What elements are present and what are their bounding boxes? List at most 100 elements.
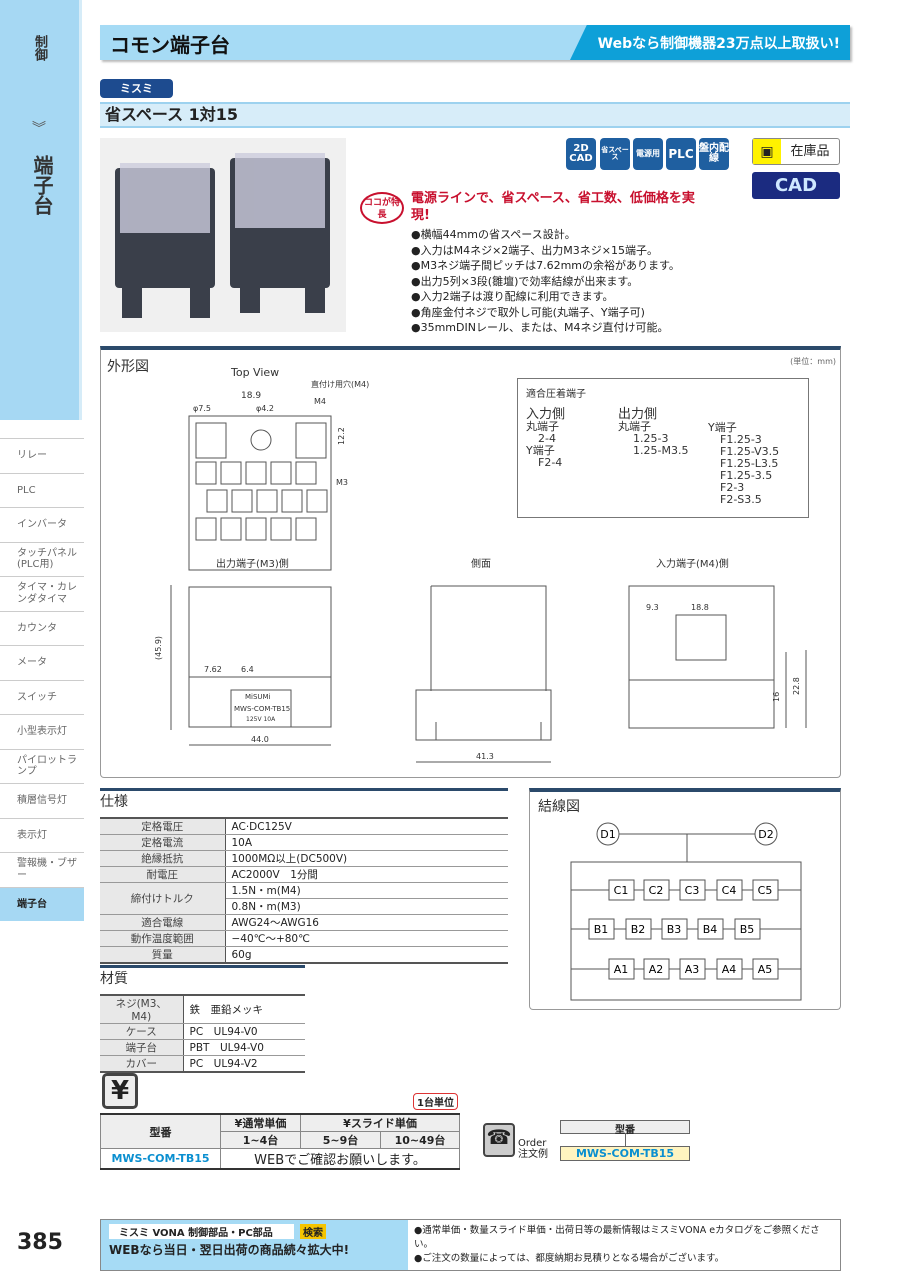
crimp-label: Y端子	[708, 421, 737, 434]
crimp-output-side: 出力側	[618, 407, 658, 422]
sidebar-item[interactable]: カウンタ	[0, 610, 84, 646]
feature-item: ●入力2端子は渡り配線に利用できます。	[411, 290, 614, 303]
terminal-box	[679, 879, 706, 901]
terminal-screw	[206, 489, 228, 513]
d-terminal	[754, 822, 778, 846]
sidebar-item[interactable]: 積層信号灯	[0, 783, 84, 818]
column-header: ¥通常単価	[220, 1113, 301, 1132]
outline-drawing-section: 外形図 (単位：mm) Top View 直付け用穴(M4) 18.9 φ7.5…	[100, 346, 841, 778]
section-title: 仕様	[100, 794, 128, 810]
terminal-box	[752, 958, 779, 980]
crimp-terminal-box: 適合圧着端子 入力側 丸端子 2-4 Y端子 F2-4 出力側 丸端子 1.25…	[517, 378, 809, 518]
cad-button[interactable]: CAD	[752, 172, 840, 199]
sidebar-item-active[interactable]: 端子台	[0, 886, 84, 921]
crimp-value: F2-3	[720, 481, 745, 494]
order-column-header: 型番	[560, 1120, 690, 1136]
terminal-box	[608, 958, 635, 980]
terminal-label: C2	[649, 884, 664, 897]
terminal-box	[679, 958, 706, 980]
terminal-screw	[270, 461, 292, 485]
order-example-model: MWS-COM-TB15	[560, 1146, 690, 1161]
feature-list: ●横幅44mmの省スペース設計。 ●入力はM4ネジ×2端子、出力M3ネジ×15端…	[411, 227, 680, 336]
feature-badge: ココが特長	[360, 192, 404, 224]
sidebar-item[interactable]: インバータ	[0, 507, 84, 542]
sidebar-nav: リレー PLC インバータ タッチパネル(PLC用) タイマ・カレンダタイマ カ…	[0, 438, 84, 921]
promo-banner[interactable]: Webなら制御機器23万点以上取扱い!	[570, 25, 850, 60]
terminal-box	[716, 879, 743, 901]
terminal-box	[588, 918, 615, 940]
sidebar-item[interactable]: 警報機・ブザー	[0, 852, 84, 887]
table-row: 動作温度範囲−40℃～+80℃	[100, 930, 508, 947]
terminal-box	[643, 879, 670, 901]
crimp-value: F1.25-L3.5	[720, 457, 779, 470]
terminal-label: A5	[758, 963, 773, 976]
stock-label: 在庫品	[790, 144, 830, 159]
sidebar-item[interactable]: パイロットランプ	[0, 748, 84, 784]
sidebar-item[interactable]: リレー	[0, 438, 84, 473]
model-number[interactable]: MWS-COM-TB15	[100, 1148, 221, 1170]
terminal-box	[697, 918, 724, 940]
footer-slogan: WEBなら当日・翌日出荷の商品続々拡大中!	[109, 1243, 350, 1257]
product-subtitle: 省スペース 1対15	[100, 102, 850, 128]
feature-icon-space-saving: 省スペース	[600, 138, 630, 170]
top-view-drawing	[188, 415, 332, 571]
sidebar-item[interactable]: タイマ・カレンダタイマ	[0, 576, 84, 611]
search-text[interactable]: ミスミ VONA 制御部品・PC部品	[109, 1224, 294, 1239]
terminal-label: B2	[631, 923, 646, 936]
sidebar-item[interactable]: メータ	[0, 645, 84, 680]
terminal-block-outline	[570, 861, 802, 1001]
terminal-box	[661, 918, 688, 940]
dim-18-9: 18.9	[241, 391, 261, 401]
sidebar-item[interactable]: PLC	[0, 472, 84, 508]
d-terminal	[596, 822, 620, 846]
terminal-label: C5	[758, 884, 773, 897]
feature-icon-plc: PLC	[666, 138, 696, 170]
crimp-value: F1.25-3.5	[720, 469, 773, 482]
crimp-label: 丸端子	[526, 420, 559, 433]
feature-icon-panel-wiring: 盤内配線	[699, 138, 729, 170]
section-title: 結線図	[538, 799, 580, 815]
output-side-drawing	[170, 585, 332, 746]
dim-44-0: 44.0	[251, 735, 269, 744]
sidebar-item[interactable]: スイッチ	[0, 679, 84, 715]
plate-brand: MiSUMi	[245, 693, 271, 701]
crimp-label: Y端子	[526, 444, 555, 457]
terminal-screw	[245, 461, 267, 485]
price-note: WEBでご確認お願いします。	[220, 1148, 460, 1170]
feature-item: ●角座金付ネジで取外し可能(丸端子、Y端子可)	[411, 305, 645, 319]
sidebar-current-section: 端子台	[30, 155, 54, 215]
table-row: ネジ(M3、M4)鉄 亜鉛メッキ	[100, 995, 305, 1024]
terminal-box	[716, 958, 743, 980]
terminal-label: D1	[600, 828, 615, 841]
crimp-value: F1.25-V3.5	[720, 445, 780, 458]
feature-headline: 電源ラインで、省スペース、省工数、低価格を実現!	[411, 191, 695, 223]
page-header: コモン端子台 Webなら制御機器23万点以上取扱い!	[100, 25, 850, 60]
yen-icon: ¥	[102, 1073, 138, 1109]
sidebar-item[interactable]: 表示灯	[0, 817, 84, 853]
terminal-box	[752, 879, 779, 901]
terminal-label: A1	[614, 963, 629, 976]
section-title: 外形図	[107, 359, 149, 375]
terminal-screw	[245, 517, 267, 541]
dim-m3: M3	[336, 478, 348, 487]
column-header: ¥スライド単価	[300, 1113, 460, 1132]
view-side-label: 側面	[471, 557, 491, 570]
view-input-label: 入力端子(M4)側	[656, 557, 729, 570]
feature-item: ●35mmDINレール、または、M4ネジ直付け可能。	[411, 321, 669, 334]
terminal-label: B1	[594, 923, 609, 936]
crimp-value: F2-S3.5	[720, 493, 762, 506]
stock-badge: ▣在庫品	[752, 138, 840, 165]
table-row: 0.8N・m(M3)	[100, 898, 508, 915]
terminal-box	[734, 918, 761, 940]
feature-item: ●横幅44mmの省スペース設計。	[411, 228, 576, 241]
sidebar-item[interactable]: 小型表示灯	[0, 714, 84, 749]
column-header: 5~9台	[300, 1131, 381, 1149]
search-button[interactable]: 検索	[300, 1224, 326, 1239]
sidebar-item[interactable]: タッチパネル(PLC用)	[0, 541, 84, 577]
